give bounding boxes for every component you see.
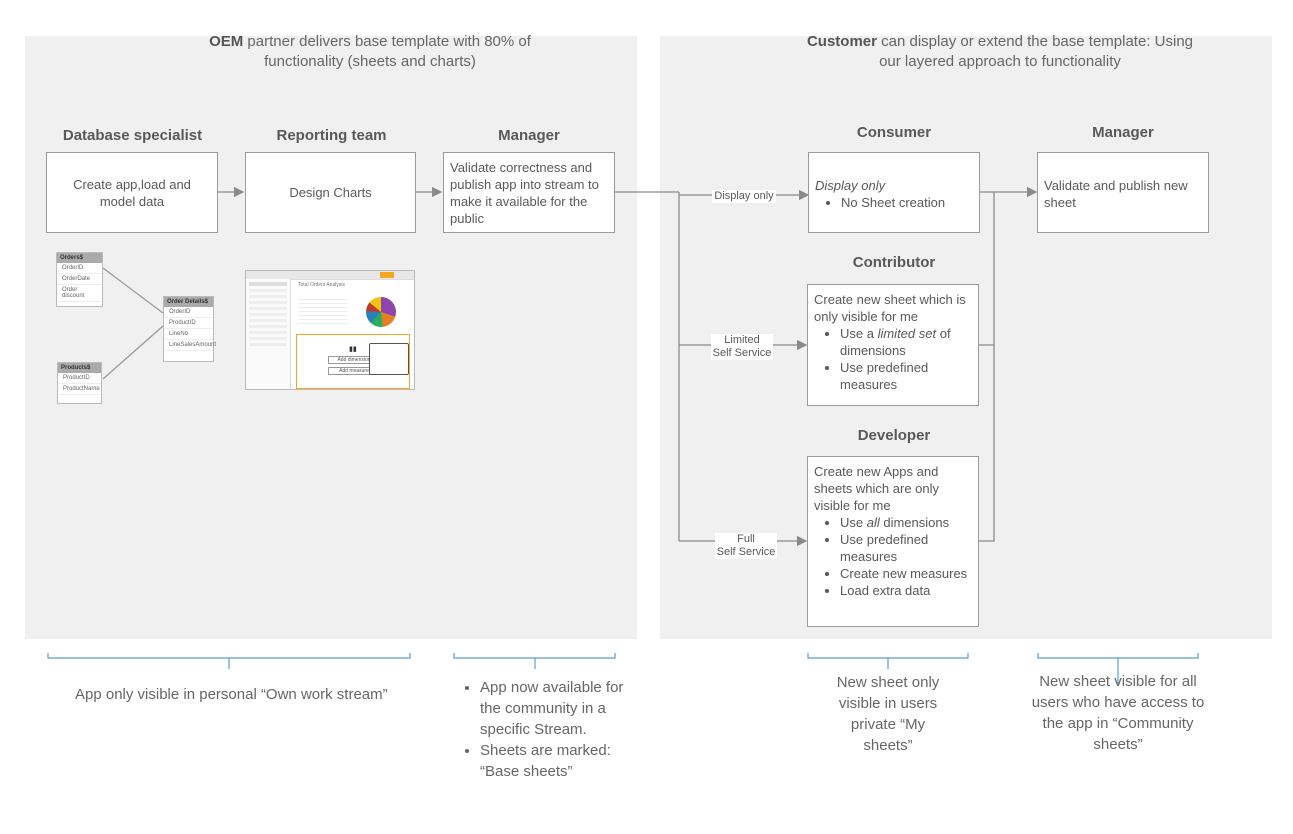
- table-products: Products$ ProductID ProductName: [57, 362, 102, 404]
- caption-my-sheets: New sheet only visible in users private …: [836, 674, 940, 754]
- table-order-details-field: LineSalesAmount: [164, 340, 216, 351]
- manager-customer-text: Validate and publish new sheet: [1044, 178, 1188, 210]
- customer-header-bold: Customer: [806, 33, 877, 50]
- role-reporting-team: Reporting team: [276, 127, 387, 144]
- role-database-specialist: Database specialist: [62, 127, 203, 144]
- contributor-intro: Create new sheet which is only visible f…: [814, 292, 966, 324]
- oem-header-bold: OEM: [209, 33, 244, 50]
- manager-oem-text: Validate correctness and publish app int…: [450, 160, 599, 226]
- reporting-team-text: Design Charts: [289, 185, 372, 200]
- role-manager-customer: Manager: [1092, 124, 1154, 141]
- table-orders-title: Orders$: [57, 253, 102, 263]
- developer-box: Create new Apps and sheets which are onl…: [807, 456, 979, 627]
- pie-chart-icon: [366, 297, 396, 327]
- table-orders: Orders$ OrderID OrderDate Order discount: [56, 252, 103, 307]
- customer-header: Customer can display or extend the base …: [660, 32, 1293, 72]
- manager-customer-box: Validate and publish new sheet: [1037, 152, 1209, 233]
- table-order-details-title: Order Details$: [164, 297, 213, 307]
- developer-bullet-post: dimensions: [879, 515, 950, 530]
- developer-bullet: Use predefined measures: [840, 531, 972, 565]
- consumer-display-only: Display only: [815, 178, 886, 193]
- table-products-field: ProductID: [58, 373, 101, 384]
- caption-own-work-stream: App only visible in personal “Own work s…: [75, 686, 388, 703]
- contributor-box: Create new sheet which is only visible f…: [807, 284, 979, 406]
- consumer-bullet: No Sheet creation: [841, 194, 973, 211]
- db-specialist-box: Create app,load and model data: [46, 152, 218, 233]
- developer-bullet: Create new measures: [840, 565, 972, 582]
- developer-bullet: Use all dimensions: [840, 514, 972, 531]
- caption-community-bullet: App now available for the community in a…: [480, 677, 629, 740]
- role-developer: Developer: [857, 427, 931, 444]
- oem-header: OEM partner delivers base template with …: [25, 32, 715, 72]
- label-limited-line2: Self Service: [712, 347, 772, 359]
- developer-bullet: Load extra data: [840, 582, 972, 599]
- customer-header-line2: our layered approach to functionality: [879, 53, 1121, 70]
- sheet-thumb-title: Total Orders Analysis: [298, 282, 345, 288]
- table-orders-field: Order discount: [57, 285, 102, 302]
- table-order-details-field: OrderID: [164, 307, 213, 318]
- caption-community-bullet: Sheets are marked: “Base sheets”: [480, 740, 629, 782]
- manager-oem-box: Validate correctness and publish app int…: [443, 152, 615, 233]
- role-consumer: Consumer: [856, 124, 932, 141]
- label-full-line1: Full: [737, 533, 755, 545]
- table-order-details-field: LineNo: [164, 329, 213, 340]
- customer-header-line1: can display or extend the base template:…: [876, 33, 1194, 50]
- contributor-bullet-post: of dimensions: [840, 326, 951, 358]
- table-products-field: ProductName: [58, 384, 101, 395]
- consumer-box: Display only No Sheet creation: [808, 152, 980, 233]
- contributor-bullet-pre: Use a: [840, 326, 878, 341]
- developer-bullet-pre: Use: [840, 515, 867, 530]
- contributor-bullet: Use predefined measures: [840, 359, 972, 393]
- contributor-bullet: Use a limited set of dimensions: [840, 325, 972, 359]
- role-manager-oem: Manager: [498, 127, 560, 144]
- table-products-title: Products$: [58, 363, 101, 373]
- oem-header-line1: partner delivers base template with 80% …: [243, 33, 531, 50]
- table-order-details: Order Details$ OrderID ProductID LineNo …: [163, 296, 216, 362]
- db-specialist-text: Create app,load and model data: [73, 176, 191, 209]
- caption-community-stream: App now available for the community in a…: [454, 677, 629, 782]
- bar-chart-icon: ▮▮: [349, 346, 357, 353]
- table-orders-field: OrderID: [57, 263, 102, 274]
- sheet-editor-thumbnail: Total Orders Analysis ▮▮ Add dimension A…: [245, 270, 415, 390]
- contributor-bullet-em: limited set: [877, 326, 937, 341]
- table-orders-field: OrderDate: [57, 274, 102, 285]
- developer-intro: Create new Apps and sheets which are onl…: [814, 464, 940, 513]
- role-contributor: Contributor: [852, 254, 936, 271]
- oem-header-line2: functionality (sheets and charts): [264, 53, 476, 70]
- caption-community-sheets: New sheet visible for all users who have…: [1031, 673, 1205, 753]
- table-order-details-field: ProductID: [164, 318, 213, 329]
- reporting-team-box: Design Charts: [245, 152, 416, 233]
- label-display-only: Display only: [712, 190, 776, 203]
- label-full-self-service: Full Self Service: [715, 533, 777, 559]
- developer-bullet-em: all: [866, 515, 880, 530]
- label-limited-line1: Limited: [724, 334, 760, 346]
- label-limited-self-service: Limited Self Service: [711, 334, 773, 360]
- label-full-line2: Self Service: [716, 546, 776, 558]
